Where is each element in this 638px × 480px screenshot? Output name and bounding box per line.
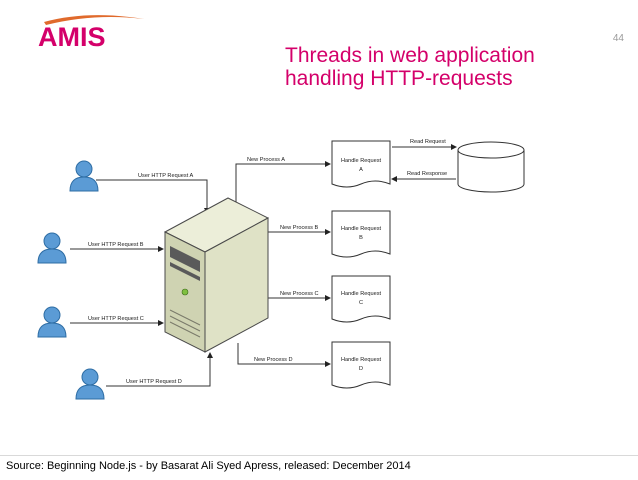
user-request-d-label: User HTTP Request D xyxy=(126,379,182,385)
logo-text: AMIS xyxy=(38,22,106,52)
connector-d xyxy=(106,352,213,387)
handler-d-line1: Handle Request xyxy=(341,357,382,363)
handler-doc-c xyxy=(331,275,391,323)
source-citation: Source: Beginning Node.js - by Basarat A… xyxy=(6,460,411,472)
user-request-a-label: User HTTP Request A xyxy=(138,173,194,179)
user-icon-c xyxy=(37,306,67,338)
process-line-a xyxy=(235,161,331,213)
read-request-label: Read Request xyxy=(410,139,446,145)
user-request-c-label: User HTTP Request C xyxy=(88,316,144,322)
page-number: 44 xyxy=(612,33,624,44)
title-line-2: handling HTTP-requests xyxy=(285,67,513,90)
handler-d-line2: D xyxy=(359,366,363,372)
process-d-label: New Process D xyxy=(254,357,293,363)
db-connections xyxy=(391,144,457,182)
handler-b-line2: B xyxy=(359,235,363,241)
process-a-label: New Process A xyxy=(247,157,285,163)
connector-a xyxy=(96,179,210,214)
user-icon-b xyxy=(37,232,67,264)
handler-doc-a xyxy=(331,140,391,188)
handler-c-line2: C xyxy=(359,300,363,306)
handler-c-line1: Handle Request xyxy=(341,291,382,297)
server-icon xyxy=(163,197,270,353)
source-footer: Source: Beginning Node.js - by Basarat A… xyxy=(0,455,638,480)
handler-a-line2: A xyxy=(359,167,363,173)
user-connections xyxy=(70,179,213,387)
read-response-label: Read Response xyxy=(407,171,447,177)
process-c-label: New Process C xyxy=(280,291,319,297)
process-connections xyxy=(235,161,331,367)
process-line-d xyxy=(237,343,331,367)
handler-doc-b xyxy=(331,210,391,258)
title-line-1: Threads in web application xyxy=(285,44,535,67)
amis-logo: AMIS xyxy=(38,15,144,52)
logo-swoosh xyxy=(44,15,144,25)
process-b-label: New Process B xyxy=(280,225,319,231)
threads-diagram: User HTTP Request A User HTTP Request B … xyxy=(37,139,525,400)
slide-title: Threads in web application handling HTTP… xyxy=(285,44,615,90)
user-icon-a xyxy=(69,160,99,192)
database-icon xyxy=(457,141,525,193)
handler-a-line1: Handle Request xyxy=(341,158,382,164)
handler-doc-d xyxy=(331,341,391,389)
handler-b-line1: Handle Request xyxy=(341,226,382,232)
user-icon-d xyxy=(75,368,105,400)
user-request-b-label: User HTTP Request B xyxy=(88,242,144,248)
